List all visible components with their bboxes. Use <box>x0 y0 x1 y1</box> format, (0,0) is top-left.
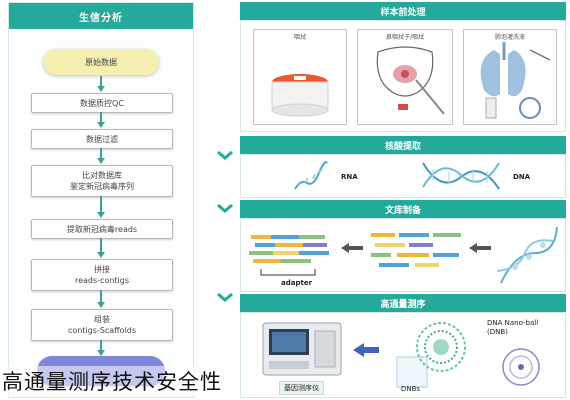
chevron-down-icon <box>217 292 233 302</box>
flow-arrow <box>97 148 105 164</box>
flow-arrow <box>97 340 105 356</box>
dnbs-label: DNBs <box>401 385 421 393</box>
fragments-icon <box>371 233 461 267</box>
section-sequencing: 基因测序仪 DNBs DNA Nano-ball (DNB) <box>240 312 566 398</box>
dna-molecule-icon <box>496 226 558 284</box>
sequencer-icon <box>262 322 342 376</box>
flow-arrow <box>97 112 105 128</box>
node-alignment-line1: 比对数据库 <box>82 171 122 180</box>
sample-tube-icon <box>271 74 329 117</box>
throat-swab-icon <box>376 46 445 115</box>
node-raw-data: 原始数据 <box>43 49 159 75</box>
arrow-left-icon <box>353 343 379 357</box>
dnb-cluster-icon <box>396 322 466 388</box>
section-header-extraction: 核酸提取 <box>240 136 566 154</box>
node-scaffold: 组装 contigs-Scaffolds <box>31 309 173 341</box>
dna-label: DNA <box>513 173 531 181</box>
rna-label: RNA <box>341 173 358 181</box>
section-sample: 咽拭 鼻咽拭子/咽拭 肺泡灌洗液 <box>240 20 566 132</box>
chevron-down-icon <box>217 150 233 160</box>
nanoball-icon <box>502 348 540 386</box>
section-header-sequencing: 高通量测序 <box>240 294 566 312</box>
photo-label: 肺泡灌洗液 <box>494 34 525 41</box>
node-qc: 数据质控QC <box>31 93 173 113</box>
section-header-library: 文库制备 <box>240 200 566 218</box>
flowchart: 原始数据 数据质控QC 数据过滤 比对数据库 鉴定新冠病毒序列 提取新冠病毒re… <box>9 29 193 389</box>
dna-helix-icon <box>422 162 500 190</box>
node-assembly-line2: reads-contigs <box>74 276 130 285</box>
section-header-sample: 样本前处理 <box>240 2 566 20</box>
node-extract-reads: 提取新冠病毒reads <box>31 219 173 239</box>
node-alignment-line2: 鉴定新冠病毒序列 <box>70 182 134 191</box>
node-scaffold-line2: contigs-Scaffolds <box>67 326 137 335</box>
node-filter: 数据过滤 <box>31 129 173 149</box>
photo-label: 鼻咽拭子/咽拭 <box>385 34 425 41</box>
node-alignment: 比对数据库 鉴定新冠病毒序列 <box>31 165 173 197</box>
dna-nanoball-label: DNA Nano-ball (DNB) <box>487 319 539 336</box>
flow-arrow <box>97 290 105 308</box>
flow-arrow <box>97 238 105 258</box>
adapter-ligation-icon <box>249 235 329 276</box>
photo-label: 咽拭 <box>293 34 306 41</box>
flow-arrow <box>97 196 105 218</box>
lungs-icon <box>480 42 551 119</box>
swab-tube-image: 咽拭 <box>253 29 347 125</box>
arrow-left-icon <box>341 243 363 253</box>
section-extraction: RNA DNA <box>240 154 566 198</box>
flow-arrow <box>97 76 105 92</box>
bioinformatics-panel: 生信分析 原始数据 数据质控QC 数据过滤 比对数据库 鉴定新冠病毒序列 提取新… <box>8 2 194 398</box>
node-assembly-line1: 拼接 <box>94 265 110 274</box>
wet-lab-panel: 样本前处理 咽拭 鼻咽拭子/咽拭 肺泡灌洗液 <box>240 2 566 398</box>
node-assembly: 拼接 reads-contigs <box>31 259 173 291</box>
adapter-label: adapter <box>281 279 313 287</box>
throat-swab-image: 鼻咽拭子/咽拭 <box>357 29 453 125</box>
chevron-down-icon <box>217 203 233 213</box>
overlay-caption: 高通量测序技术安全性 <box>0 366 226 396</box>
arrow-left-icon <box>469 243 491 253</box>
section-library: adapter <box>240 218 566 292</box>
lung-lavage-image: 肺泡灌洗液 <box>463 29 557 125</box>
sequencer-label: 基因测序仪 <box>279 381 324 395</box>
bioinformatics-header: 生信分析 <box>9 3 193 29</box>
rna-strand-icon <box>294 161 328 190</box>
node-scaffold-line1: 组装 <box>94 315 110 324</box>
